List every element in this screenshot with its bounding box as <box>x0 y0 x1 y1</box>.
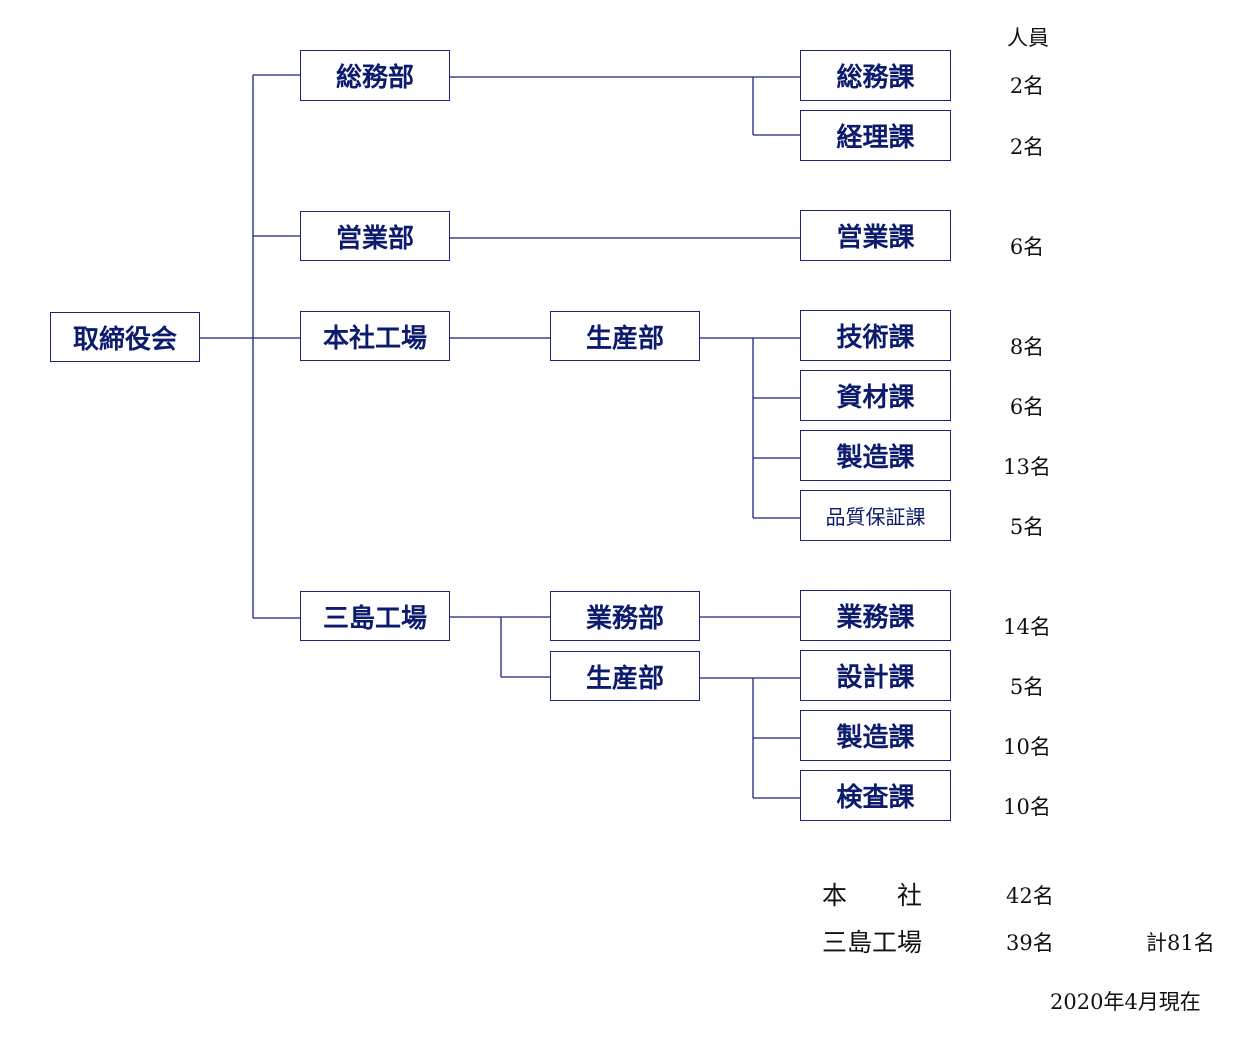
as-of-date: 2020年4月現在 <box>1050 990 1201 1014</box>
section-box: 営業課 <box>800 210 951 261</box>
section-headcount: 10名 <box>1003 735 1051 759</box>
section-headcount: 10名 <box>1003 795 1051 819</box>
section-headcount: 14名 <box>1003 615 1051 639</box>
mishima-production-dept-box: 生産部 <box>550 651 700 701</box>
section-headcount: 2名 <box>1009 135 1045 159</box>
sales-dept-box: 営業部 <box>300 211 450 261</box>
personnel-header: 人員 <box>1007 26 1049 50</box>
section-headcount: 2名 <box>1009 74 1045 98</box>
summary-mishima-label: 三島工場 <box>822 928 923 957</box>
section-box: 業務課 <box>800 590 951 641</box>
head-office-factory-box: 本社工場 <box>300 311 450 361</box>
section-headcount: 13名 <box>1003 455 1051 479</box>
section-headcount: 5名 <box>1009 675 1045 699</box>
section-box: 検査課 <box>800 770 951 821</box>
section-box: 資材課 <box>800 370 951 421</box>
section-headcount: 8名 <box>1009 335 1045 359</box>
summary-head-office-count: 42名 <box>1006 884 1054 908</box>
section-headcount: 5名 <box>1009 515 1045 539</box>
section-box: 総務課 <box>800 50 951 101</box>
section-box: 製造課 <box>800 710 951 761</box>
mishima-operations-dept-box: 業務部 <box>550 591 700 641</box>
summary-head-office-label: 本 社 <box>822 881 923 910</box>
head-office-production-dept-box: 生産部 <box>550 311 700 361</box>
mishima-factory-box: 三島工場 <box>300 591 450 641</box>
general-affairs-dept-box: 総務部 <box>300 50 450 101</box>
summary-mishima-count: 39名 <box>1006 931 1054 955</box>
board-of-directors-box: 取締役会 <box>50 312 200 362</box>
section-headcount: 6名 <box>1009 395 1045 419</box>
section-box: 設計課 <box>800 650 951 701</box>
section-box: 品質保証課 <box>800 490 951 541</box>
summary-total: 計81名 <box>1146 931 1215 955</box>
section-box: 経理課 <box>800 110 951 161</box>
section-headcount: 6名 <box>1009 235 1045 259</box>
section-box: 技術課 <box>800 310 951 361</box>
section-box: 製造課 <box>800 430 951 481</box>
